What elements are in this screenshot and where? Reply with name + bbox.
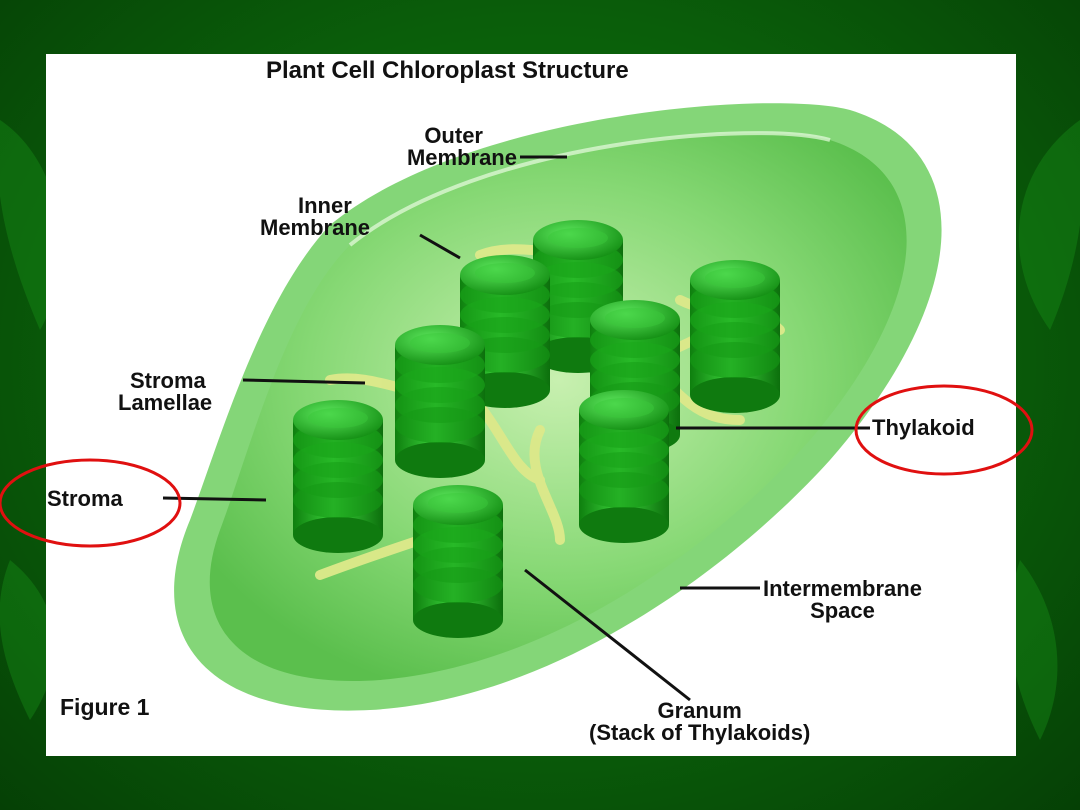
label-inner-membrane: Inner Membrane bbox=[260, 193, 371, 240]
granum-stack-4 bbox=[579, 390, 669, 543]
label-outer-membrane: Outer Membrane bbox=[406, 123, 517, 170]
granum-stack-3 bbox=[293, 400, 383, 553]
inner-membrane-leader bbox=[419, 233, 461, 260]
label-thylakoid: Thylakoid bbox=[872, 415, 975, 440]
label-stroma: Stroma bbox=[47, 486, 123, 511]
granum-stack-8 bbox=[413, 485, 503, 638]
diagram-title: Plant Cell Chloroplast Structure bbox=[266, 57, 629, 84]
label-intermembrane-space: Intermembrane Space bbox=[763, 576, 922, 623]
thylakoid-highlight-circle bbox=[854, 384, 1034, 476]
figure-label: Figure 1 bbox=[60, 694, 150, 720]
granum-stack-1 bbox=[395, 325, 485, 478]
label-stroma-lamellae: Stroma Lamellae bbox=[118, 368, 213, 415]
label-granum: Granum (Stack of Thylakoids) bbox=[589, 698, 811, 745]
stroma-lamellae-leader bbox=[242, 378, 366, 385]
granum-leader bbox=[524, 568, 691, 702]
stroma-highlight-circle bbox=[0, 458, 182, 548]
granum-stack-7 bbox=[690, 260, 780, 413]
